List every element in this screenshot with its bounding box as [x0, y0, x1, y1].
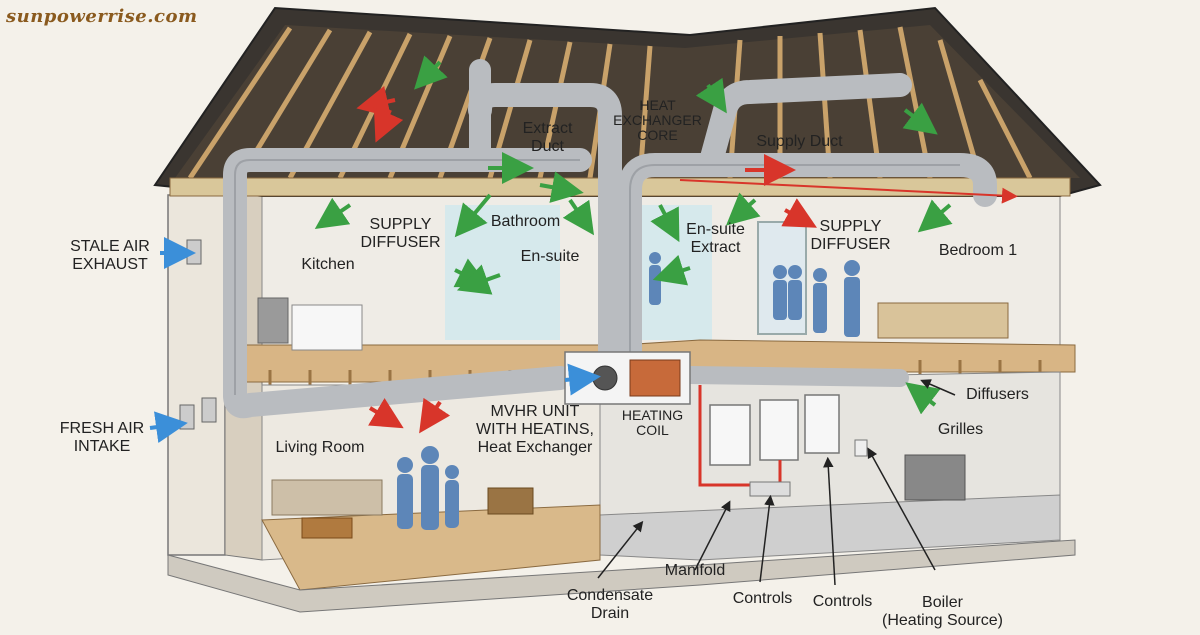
sofa: [271, 479, 383, 516]
label-mvhr-unit: MVHR UNIT WITH HEATINS, Heat Exchanger: [476, 403, 594, 456]
label-condensate-drain: Condensate Drain: [566, 587, 654, 622]
boiler-unit-1: [709, 404, 751, 466]
label-supply-duct: Supply Duct: [756, 133, 843, 150]
foundation: [167, 539, 1076, 613]
kitchen-counter: [291, 304, 363, 351]
heating-coil-element: [629, 359, 681, 397]
label-grilles: Grilles: [937, 421, 984, 438]
label-heat-exchanger-core: HEAT EXCHANGER CORE: [613, 97, 702, 143]
label-bedroom-1: Bedroom 1: [938, 242, 1018, 259]
label-fresh-air-intake: FRESH AIR INTAKE: [59, 420, 145, 455]
label-living-room: Living Room: [275, 439, 365, 456]
boiler-unit-3: [804, 394, 840, 454]
mvhr-fan: [592, 365, 618, 391]
site-watermark: sunpowerrise.com: [6, 6, 198, 27]
label-boiler: Boiler (Heating Source): [882, 594, 1003, 629]
label-supply-diffuser-left: SUPPLY DIFFUSER: [360, 216, 441, 251]
tv-unit: [487, 487, 534, 515]
controls-panel: [854, 439, 868, 457]
label-controls-1: Controls: [732, 590, 793, 607]
label-extract-duct: Extract Duct: [522, 120, 573, 155]
fresh-air-intake-grille-1: [179, 404, 195, 430]
stale-air-exhaust-grille: [186, 239, 202, 265]
label-kitchen: Kitchen: [301, 256, 355, 273]
kitchen-oven: [257, 297, 289, 344]
label-en-suite: En-suite: [520, 248, 580, 265]
coffee-table: [301, 517, 353, 539]
fresh-air-intake-grille-2: [201, 397, 217, 423]
label-en-suite-extract: En-suite Extract: [686, 221, 745, 256]
manifold-unit: [749, 481, 791, 497]
label-diffusers: Diffusers: [966, 386, 1029, 403]
label-supply-diffuser-right: SUPPLY DIFFUSER: [810, 218, 891, 253]
label-heating-coil: HEATING COIL: [621, 407, 684, 438]
label-controls-2: Controls: [812, 593, 873, 610]
airflow-arrows: [149, 55, 1018, 444]
bed: [877, 302, 1009, 339]
label-manifold: Manifold: [664, 562, 726, 579]
people: [397, 252, 860, 530]
label-stale-air-exhaust: STALE AIR EXHAUST: [70, 238, 150, 273]
boiler-unit-2: [759, 399, 799, 461]
boiler-appliance: [904, 454, 966, 501]
leader-lines: [597, 379, 956, 586]
label-bathroom: Bathroom: [490, 213, 561, 230]
